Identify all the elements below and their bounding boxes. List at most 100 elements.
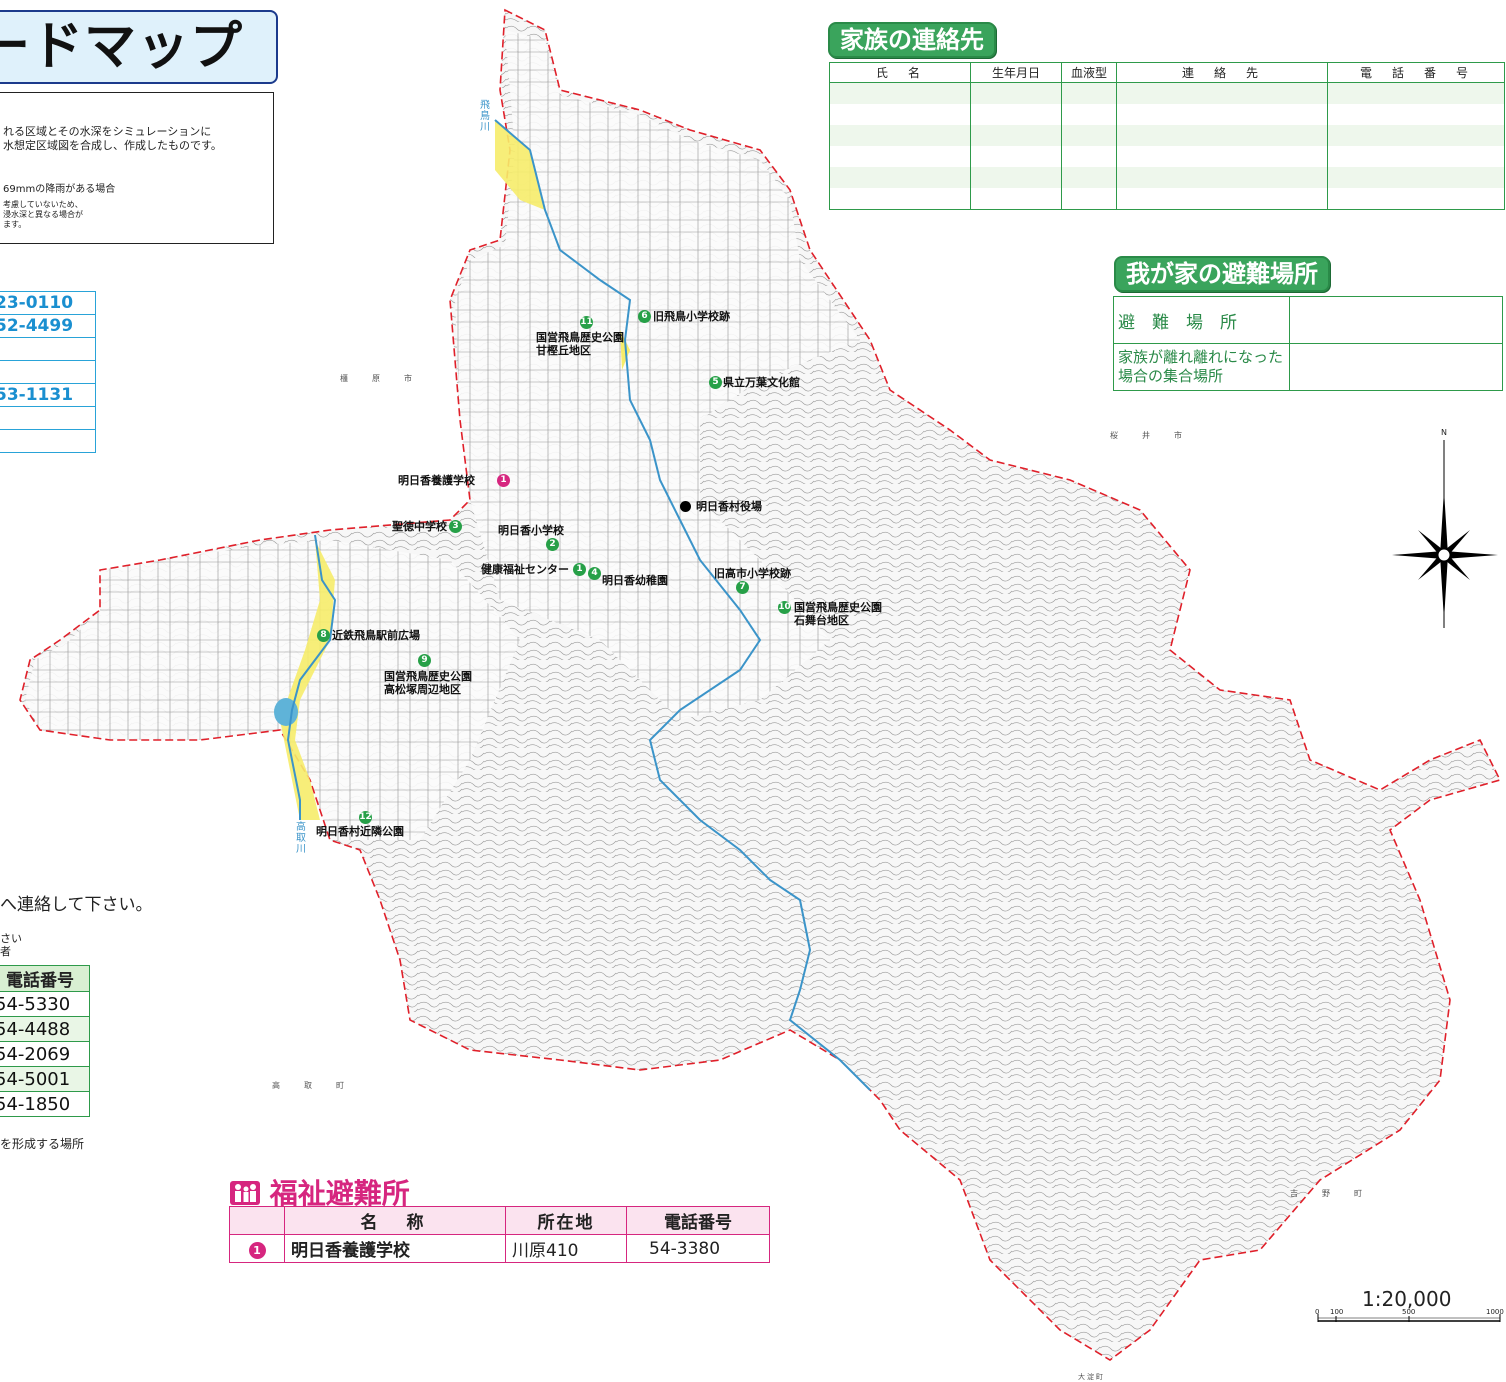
shelter-marker[interactable]: 5 — [709, 376, 722, 389]
asuka-river-label: 飛鳥川 — [480, 100, 490, 133]
scale-tick: 100 — [1330, 1308, 1344, 1316]
home-shelter-title: 我が家の避難場所 — [1114, 256, 1330, 292]
shelter-marker[interactable]: 3 — [449, 520, 462, 533]
shelter-marker[interactable]: 9 — [418, 654, 431, 667]
shelter-label: 県立万葉文化館 — [723, 376, 800, 389]
table-header: 電話番号 — [0, 965, 90, 992]
phone-number-table: 電話番号 54-5330 54-4488 54-2069 54-5001 54-… — [0, 965, 90, 1117]
map-title: ードマップ — [0, 17, 244, 77]
column-header: 所在地 — [505, 1206, 627, 1235]
flood-zone — [280, 540, 335, 820]
input-cell[interactable] — [829, 146, 971, 167]
compass-rose — [1392, 440, 1498, 628]
scale-bar — [1317, 1314, 1501, 1322]
shelter-marker[interactable]: 12 — [359, 811, 372, 824]
family-contact-table: 氏 名 生年月日 血液型 連 絡 先 電 話 番 号 — [829, 62, 1505, 210]
input-cell[interactable] — [829, 167, 971, 188]
phone-number: 23-0110 — [0, 291, 96, 315]
description-box: れる区域とその水深をシミュレーションに 水想定区域図を合成し、作成したものです。… — [0, 92, 274, 244]
input-cell[interactable] — [829, 188, 971, 210]
scale-label: 1:20,000 — [1362, 1287, 1452, 1311]
phone-number: 53-1131 — [0, 383, 96, 407]
phone-number — [0, 360, 96, 384]
description-line: 69mmの降雨がある場合 — [3, 184, 116, 195]
phone-number — [0, 406, 96, 430]
flood-zone — [495, 120, 545, 210]
shelter-marker[interactable]: 4 — [588, 567, 601, 580]
shelter-row-label: 避 難 場 所 — [1113, 296, 1290, 344]
description-line: れる区域とその水深をシミュレーションに — [3, 125, 212, 138]
shelter-label: 国営飛鳥歴史公園石舞台地区 — [794, 601, 882, 627]
description-line: ます。 — [3, 220, 27, 229]
shelter-marker[interactable]: 11 — [580, 316, 593, 329]
scale-tick: 500 — [1402, 1308, 1416, 1316]
town-label: 桜井市 — [1110, 431, 1206, 440]
small-note: 者 — [0, 945, 11, 958]
takatori-river-label: 高取川 — [296, 822, 306, 855]
home-shelter-table: 避 難 場 所 家族が離れ離れになった場合の集合場所 — [1113, 296, 1503, 391]
emergency-phone-table: 23-0110 52-4499 53-1131 — [0, 291, 96, 453]
welfare-name: 明日香養護学校 — [284, 1234, 506, 1263]
welfare-address: 川原410 — [505, 1234, 627, 1263]
welfare-marker[interactable]: 1 — [497, 474, 510, 487]
column-header: 氏 名 — [829, 62, 971, 83]
village-office-label: 明日香村役場 — [696, 500, 762, 513]
column-header: 連 絡 先 — [1116, 62, 1328, 83]
table-cell: 54-5001 — [0, 1066, 90, 1092]
compass-north: N — [1441, 428, 1447, 437]
input-cell[interactable] — [1289, 296, 1503, 344]
welfare-phone: 54-3380 — [626, 1234, 770, 1263]
description-line: 考慮していないため、 — [3, 200, 83, 209]
column-header: 名 称 — [284, 1206, 506, 1235]
phone-number: 52-4499 — [0, 314, 96, 338]
description-line: 浸水深と異なる場合が — [3, 210, 83, 219]
shelter-marker[interactable]: 6 — [638, 310, 651, 323]
shelter-label: 明日香幼稚園 — [602, 574, 668, 587]
shelter-label: 健康福祉センター — [481, 563, 569, 576]
town-label: 高取町 — [272, 1081, 368, 1090]
scale-tick: 0 — [1315, 1308, 1320, 1316]
people-icon — [230, 1181, 260, 1205]
town-label: 大淀町 — [1078, 1373, 1105, 1381]
table-cell: 54-2069 — [0, 1041, 90, 1067]
shelter-label: 明日香村近隣公園 — [316, 825, 404, 838]
shelter-row-label: 家族が離れ離れになった場合の集合場所 — [1113, 343, 1290, 391]
column-header: 電話番号 — [626, 1206, 770, 1235]
shelter-label: 旧高市小学校跡 — [714, 567, 791, 580]
contact-note: へ連絡して下さい。 — [0, 895, 153, 915]
phone-number — [0, 429, 96, 453]
description-line: 水想定区域図を合成し、作成したものです。 — [3, 139, 222, 152]
column-header: 生年月日 — [970, 62, 1062, 83]
shelter-label: 国営飛鳥歴史公園高松塚周辺地区 — [384, 670, 472, 696]
shelter-marker[interactable]: 8 — [317, 629, 330, 642]
input-cell[interactable] — [1289, 343, 1503, 391]
table-cell: 54-5330 — [0, 991, 90, 1017]
phone-number — [0, 337, 96, 361]
shelter-marker[interactable]: 10 — [778, 601, 791, 614]
shelter-label: 聖徳中学校 — [392, 520, 447, 533]
shelter-label: 明日香養護学校 — [398, 474, 475, 487]
column-header: 血液型 — [1061, 62, 1117, 83]
welfare-shelter-table: 名 称 所在地 電話番号 1 明日香養護学校 川原410 54-3380 — [229, 1206, 770, 1263]
asuka-river — [494, 119, 871, 1091]
table-row: 1 明日香養護学校 川原410 54-3380 — [229, 1234, 770, 1263]
town-label: 橿原市 — [340, 374, 436, 383]
village-boundary — [19, 8, 1502, 1361]
input-cell[interactable] — [829, 104, 971, 125]
table-cell: 54-4488 — [0, 1016, 90, 1042]
shelter-label: 明日香小学校 — [498, 524, 564, 537]
village-office-marker[interactable] — [680, 501, 691, 512]
welfare-number-badge: 1 — [248, 1241, 266, 1259]
shelter-marker[interactable]: 1 — [573, 563, 586, 576]
takatori-river — [286, 534, 337, 820]
family-contact-title: 家族の連絡先 — [828, 22, 996, 58]
form-note: を形成する場所 — [0, 1137, 85, 1151]
welfare-shelter-title: 福祉避難所 — [230, 1172, 410, 1212]
input-cell[interactable] — [829, 125, 971, 146]
shelter-marker[interactable]: 2 — [546, 538, 559, 551]
shelter-label: 国営飛鳥歴史公園甘樫丘地区 — [536, 331, 624, 357]
input-cell[interactable] — [829, 82, 971, 104]
town-label: 吉野町 — [1290, 1189, 1386, 1198]
map-title-box: ードマップ — [0, 10, 278, 84]
shelter-marker[interactable]: 7 — [736, 581, 749, 594]
